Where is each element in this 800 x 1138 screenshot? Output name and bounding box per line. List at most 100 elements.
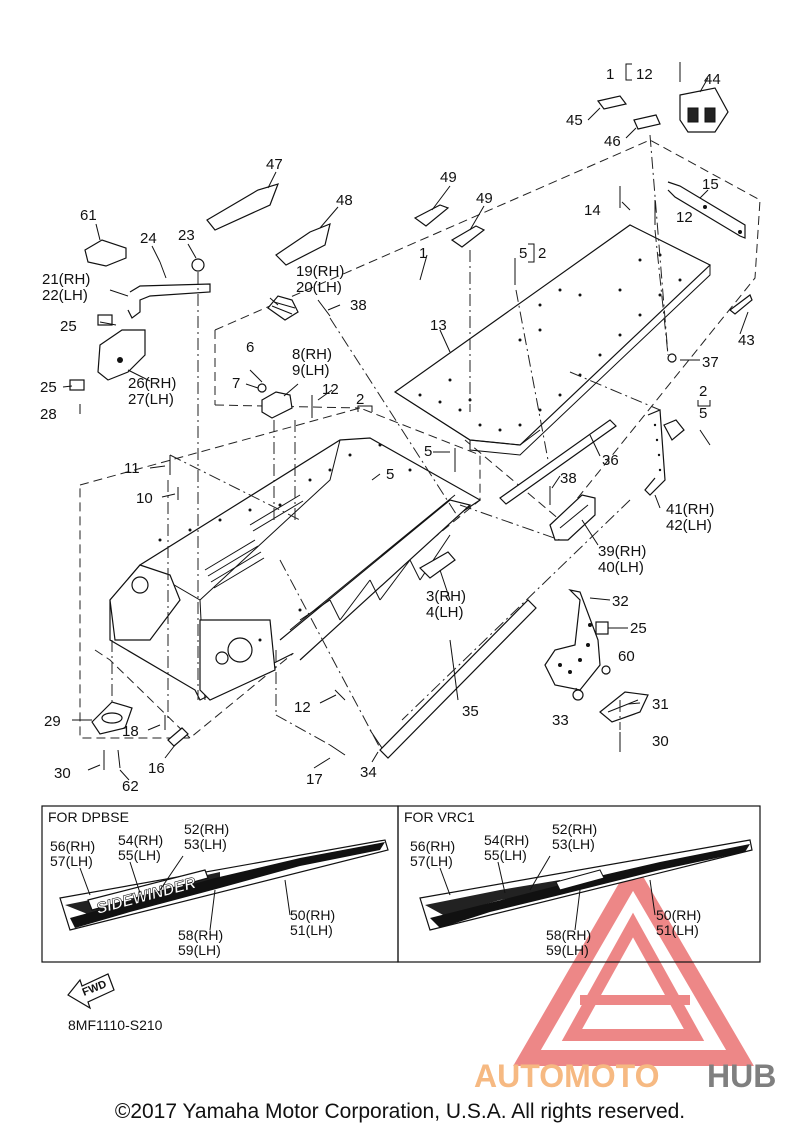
bracket-symbols [357, 63, 711, 412]
rod-35 [379, 599, 537, 759]
inset-box-dpbse: FOR DPBSE SIDEWINDER 56(RH) 57(LH) 54(RH… [41, 805, 399, 963]
pad-49a [413, 204, 450, 227]
cover-61 [84, 239, 127, 267]
pad-49b [450, 225, 486, 248]
callout-49: 49 [476, 190, 493, 207]
rear-bumper-15 [667, 181, 746, 239]
callout-29: 29 [44, 713, 61, 730]
pad-48 [275, 223, 331, 266]
callout-pointers [62, 77, 749, 781]
tunnel-plate-13 [393, 224, 712, 456]
callout-7: 7 [232, 375, 240, 392]
callout-26: 26(RH) [128, 375, 176, 392]
decal-callout-55: 55(LH) [484, 847, 527, 863]
callout-2: 2 [699, 383, 707, 400]
fwd-arrow-icon: FWD [67, 973, 115, 1010]
callout-18: 18 [122, 723, 139, 740]
callout-46: 46 [604, 133, 621, 150]
callout-49: 49 [440, 169, 457, 186]
decal-callout-57: 57(LH) [50, 853, 93, 869]
callout-17: 17 [306, 771, 323, 788]
guard-39 [549, 494, 596, 541]
leader-lines [111, 134, 669, 749]
clip-25c [595, 621, 609, 635]
callout-11: 11 [124, 460, 140, 477]
inset-box-vrc1: FOR VRC1 56(RH) 57(LH) 54(RH) 55(LH) 52(… [397, 805, 761, 963]
decal-callout-50: 50(RH) [290, 907, 335, 923]
callout-1: 1 [419, 245, 427, 262]
bolt-60 [601, 665, 611, 675]
callout-41: 41(RH) [666, 501, 714, 518]
callout-61: 61 [80, 207, 97, 224]
decal-callout-53: 53(LH) [184, 836, 227, 852]
callout-16: 16 [148, 760, 165, 777]
callout-34: 34 [360, 764, 377, 781]
inset-title-dpbse: FOR DPBSE [48, 809, 129, 825]
callout-31: 31 [652, 696, 669, 713]
decal-callout-52: 52(RH) [184, 821, 229, 837]
callout-45: 45 [566, 112, 583, 129]
decal-callout-55: 55(LH) [118, 847, 161, 863]
callout-32: 32 [612, 593, 629, 610]
callout-30: 30 [652, 733, 669, 750]
decal-callout-57: 57(LH) [410, 853, 453, 869]
callout-20: 20(LH) [296, 279, 342, 296]
callout-38: 38 [560, 470, 577, 487]
snow-flap-44 [679, 87, 729, 133]
callout-25: 25 [40, 379, 57, 396]
callout-25: 25 [630, 620, 647, 637]
callout-62: 62 [122, 778, 139, 795]
decal-46 [633, 114, 661, 130]
callout-12: 12 [636, 66, 653, 83]
callout-44: 44 [704, 71, 721, 88]
callout-36: 36 [602, 452, 619, 469]
plate-26 [97, 329, 146, 381]
callout-2: 2 [356, 391, 364, 408]
step-31 [599, 691, 649, 723]
strip-41 [644, 409, 666, 496]
pad-47 [206, 183, 279, 231]
callout-5: 5 [519, 245, 527, 262]
callout-12: 12 [294, 699, 311, 716]
trim-43 [729, 294, 753, 315]
callout-10: 10 [136, 490, 153, 507]
callout-22: 22(LH) [42, 287, 88, 304]
callout-38: 38 [350, 297, 367, 314]
callout-47: 47 [266, 156, 283, 173]
callout-60: 60 [618, 648, 635, 665]
callout-labels: 1 12 44 45 46 47 48 49 49 61 24 23 15 14… [40, 66, 755, 795]
callout-27: 27(LH) [128, 391, 174, 408]
callout-42: 42(LH) [666, 517, 712, 534]
callout-23: 23 [178, 227, 195, 244]
tunnel-frame-2 [109, 437, 482, 701]
decal-callout-52: 52(RH) [552, 821, 597, 837]
callout-13: 13 [430, 317, 447, 334]
watermark-logo: AUTOMOTO HUB [474, 859, 776, 1094]
watermark-text-hub: HUB [707, 1058, 776, 1094]
callout-6: 6 [246, 339, 254, 356]
decal-callout-56: 56(RH) [50, 838, 95, 854]
assembly-outline-1 [214, 139, 761, 521]
callout-33: 33 [552, 712, 569, 729]
callout-5: 5 [699, 405, 707, 422]
washer-6 [257, 383, 267, 393]
cover-8 [261, 391, 293, 419]
copyright-notice: ©2017 Yamaha Motor Corporation, U.S.A. A… [114, 1100, 686, 1123]
callout-24: 24 [140, 230, 157, 247]
clip-25b [69, 379, 85, 391]
callout-19: 19(RH) [296, 263, 344, 280]
callout-4: 4(LH) [426, 604, 464, 621]
plate-16 [167, 727, 189, 747]
decal-callout-51: 51(LH) [656, 922, 699, 938]
nut-23 [191, 258, 205, 272]
cover-29 [91, 701, 133, 735]
decal-callout-59: 59(LH) [546, 942, 589, 958]
callout-30: 30 [54, 765, 71, 782]
decal-callout-58: 58(RH) [546, 927, 591, 943]
decal-callout-58: 58(RH) [178, 927, 223, 943]
rail-36 [499, 419, 617, 505]
callout-37: 37 [702, 354, 719, 371]
callout-39: 39(RH) [598, 543, 646, 560]
bracket-3 [419, 551, 456, 579]
